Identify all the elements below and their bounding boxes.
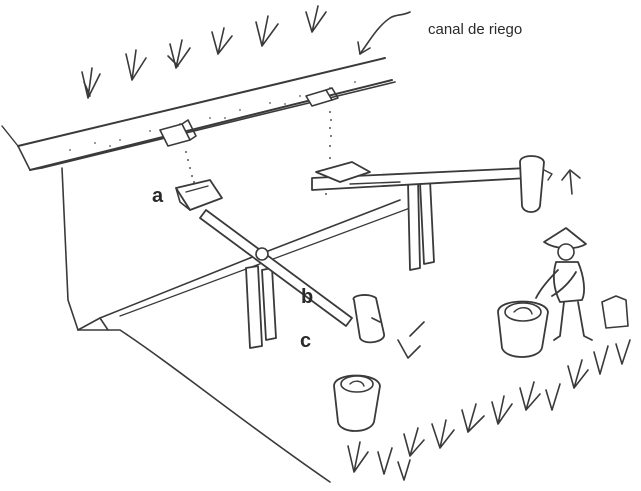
crop-row-bottom [347,339,631,481]
part-label-b: b [301,286,314,308]
field-embankment [61,167,411,483]
canal-outlet-right [305,87,339,107]
canal-arrow [357,11,411,55]
water-drips [185,111,332,195]
arrow-down [397,321,425,359]
farmer-figure [535,227,629,341]
irrigation-canal [1,57,396,171]
mortar-front [333,374,381,432]
part-label-a: a [152,185,164,207]
crop-row-top [81,5,327,99]
seesaw-far [311,155,553,271]
seesaw-near [175,179,385,349]
canal-label: canal de riego [428,21,523,38]
canal-outlet-left [159,119,197,147]
arrow-up [561,169,581,195]
part-label-c: c [300,330,312,352]
mortar-farmer [497,300,549,358]
